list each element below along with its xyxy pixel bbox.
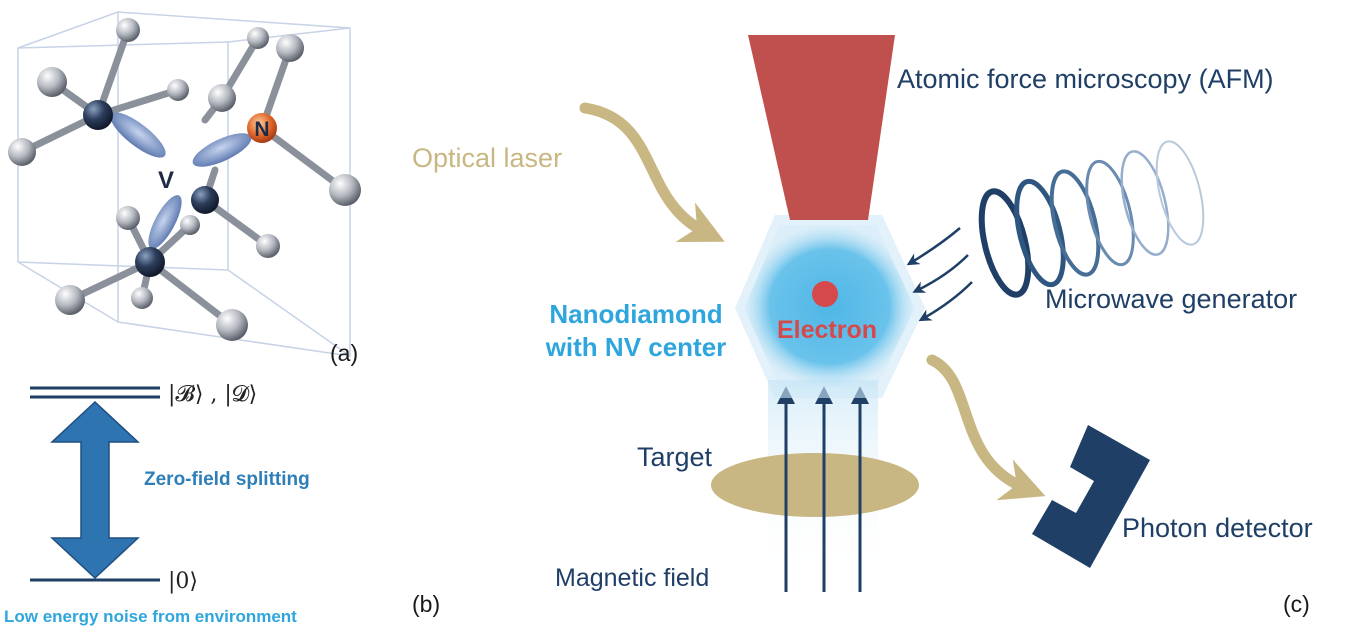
zero-field-splitting-label: Zero-field splitting — [144, 469, 310, 490]
bonds — [18, 26, 349, 329]
laser-label: Optical laser — [412, 143, 562, 173]
panel-c-label: (c) — [1283, 591, 1310, 617]
panel-a-label: (a) — [330, 340, 358, 366]
electron-dot — [812, 281, 838, 307]
ground-state-label: |0⟩ — [168, 569, 198, 594]
electron-label: Electron — [777, 316, 877, 344]
microwave-label: Microwave generator — [1045, 284, 1297, 314]
magnetic-field-lines — [777, 386, 869, 592]
splitting-double-arrow — [50, 400, 140, 580]
crystal-lattice: N V — [8, 11, 361, 357]
nitrogen-atom — [247, 113, 277, 143]
nanodiamond-label-line2: with NV center — [545, 332, 727, 362]
target-disk — [711, 453, 919, 517]
vacancy-label: V — [158, 167, 174, 194]
neighbor-carbon-atoms — [83, 100, 219, 277]
magnetic-field-label: Magnetic field — [555, 564, 709, 592]
photon-arrow — [926, 354, 1046, 501]
environment-noise-label: Low energy noise from environment — [4, 607, 297, 626]
photon-detector-shape — [1032, 425, 1150, 568]
nanodiamond-label-line1: Nanodiamond — [549, 299, 722, 329]
microwave-coil — [978, 140, 1205, 298]
photon-detector-label: Photon detector — [1122, 513, 1313, 543]
upper-states-label: |𝓑⟩ , |𝓓⟩ — [168, 382, 257, 407]
nitrogen-label: N — [254, 118, 269, 141]
afm-tip — [748, 35, 895, 220]
energy-diagram — [30, 386, 160, 582]
laser-arrow — [579, 102, 725, 242]
carbon-atoms — [8, 18, 361, 341]
afm-label: Atomic force microscopy (AFM) — [897, 64, 1274, 94]
dangling-orbitals — [110, 112, 252, 249]
nanodiamond — [744, 225, 915, 388]
microwave-waves — [906, 227, 973, 322]
panel-b-label: (b) — [412, 591, 440, 617]
target-label: Target — [637, 442, 713, 472]
